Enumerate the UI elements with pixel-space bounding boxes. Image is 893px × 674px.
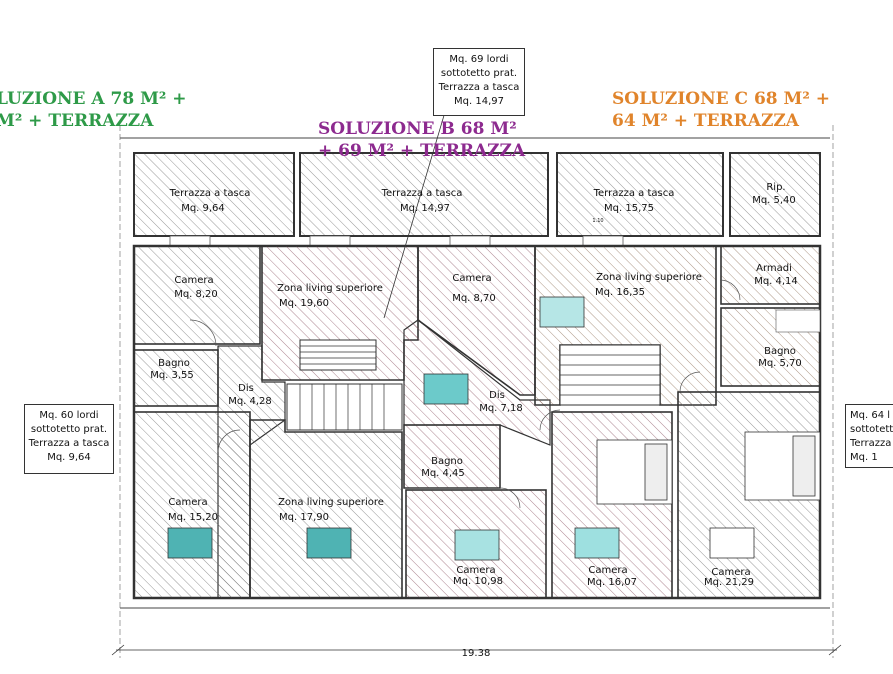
room-name: Bagno <box>764 346 796 357</box>
terrazza-b <box>299 152 549 237</box>
room-area: Mq. 5,40 <box>752 195 796 206</box>
callout-top: Mq. 69 lordi sottotetto prat. Terrazza a… <box>433 48 525 116</box>
ripostiglio <box>729 152 821 237</box>
room-area: Mq. 4,45 <box>421 468 465 479</box>
room-area: Mq. 8,70 <box>452 293 496 304</box>
total-dimension: 19.38 <box>462 648 491 659</box>
bed-c1 <box>596 439 673 505</box>
staircase-a <box>286 339 403 431</box>
callout-right: Mq. 64 l sottotetto Terrazza Mq. 1 <box>845 404 893 468</box>
room-area: Mq. 21,29 <box>704 577 754 588</box>
solution-a-line2: M² + TERRAZZA <box>0 111 154 131</box>
room-area: Mq. 9,64 <box>181 203 225 214</box>
room-area: Mq. 15,75 <box>604 203 654 214</box>
room-area: Mq. 4,14 <box>754 276 798 287</box>
room-area: Mq. 7,18 <box>479 403 523 414</box>
solution-a-title: LUZIONE A 78 M² + M² + TERRAZZA <box>0 88 187 132</box>
callout-line: Mq. 9,64 <box>47 452 91 463</box>
staircase-c <box>559 344 661 406</box>
callout-line: Mq. 60 lordi <box>39 410 99 421</box>
room-name: Rip. <box>766 182 785 193</box>
room-area: Mq. 8,20 <box>174 289 218 300</box>
room-area: Mq. 17,90 <box>279 512 329 523</box>
room-area: Mq. 4,28 <box>228 396 272 407</box>
skylights <box>167 296 755 561</box>
room-name: Camera <box>168 497 207 508</box>
callout-line: Terrazza a tasca <box>438 82 520 93</box>
room-name: Camera <box>711 567 750 578</box>
room-area: Mq. 3,55 <box>150 370 194 381</box>
callout-line: sottotetto prat. <box>30 424 108 435</box>
callout-line: Mq. 64 l <box>850 410 891 421</box>
room-name: Zona living superiore <box>596 272 702 283</box>
callout-line: sottotetto <box>850 424 893 435</box>
apartment-a <box>133 245 403 599</box>
room-area: Mq. 16,35 <box>595 287 645 298</box>
callout-line: Mq. 14,97 <box>454 96 504 107</box>
bed-c2 <box>744 431 821 501</box>
room-name: Zona living superiore <box>278 497 384 508</box>
terrazza-c <box>556 152 724 237</box>
callout-line: Mq. 69 lordi <box>449 54 509 65</box>
room-name: Bagno <box>431 456 463 467</box>
dimension-line <box>111 644 842 656</box>
solution-c-title: SOLUZIONE C 68 M² + 64 M² + TERRAZZA <box>612 88 830 132</box>
room-name: Terrazza a tasca <box>593 188 675 199</box>
solution-c-line2: 64 M² + TERRAZZA <box>612 111 799 131</box>
callout-left: Mq. 60 lordi sottotetto prat. Terrazza a… <box>24 404 114 474</box>
room-area: Mq. 15,20 <box>168 512 218 523</box>
room-name: Camera <box>174 275 213 286</box>
callout-line: sottotetto prat. <box>440 68 518 79</box>
room-name: Dis <box>238 383 254 394</box>
solution-c-line1: SOLUZIONE C 68 M² + <box>612 89 830 109</box>
room-area: Mq. 10,98 <box>453 576 503 587</box>
room-name: Camera <box>456 565 495 576</box>
room-name: Camera <box>588 565 627 576</box>
solution-a-line1: LUZIONE A 78 M² + <box>0 89 187 109</box>
step-dimension: 1.10 <box>592 218 603 224</box>
room-name: Bagno <box>158 358 190 369</box>
room-area: Mq. 14,97 <box>400 203 450 214</box>
room-area: Mq. 16,07 <box>587 577 637 588</box>
room-name: Terrazza a tasca <box>381 188 463 199</box>
room-name: Camera <box>452 273 491 284</box>
room-name: Terrazza a tasca <box>169 188 251 199</box>
terrazza-a <box>133 152 295 237</box>
solution-b-line1: SOLUZIONE B 68 M² <box>318 119 517 139</box>
room-area: Mq. 5,70 <box>758 358 802 369</box>
callout-line: Terrazza a tasca <box>28 438 110 449</box>
room-name: Armadi <box>756 263 792 274</box>
room-name: Dis <box>489 390 505 401</box>
room-area: Mq. 19,60 <box>279 298 329 309</box>
room-name: Zona living superiore <box>277 283 383 294</box>
solution-b-line2: + 69 M² + TERRAZZA <box>318 141 526 161</box>
callout-line: Mq. 1 <box>850 452 878 463</box>
solution-b-title: SOLUZIONE B 68 M² + 69 M² + TERRAZZA <box>318 118 525 162</box>
callout-line: Terrazza <box>850 438 892 449</box>
